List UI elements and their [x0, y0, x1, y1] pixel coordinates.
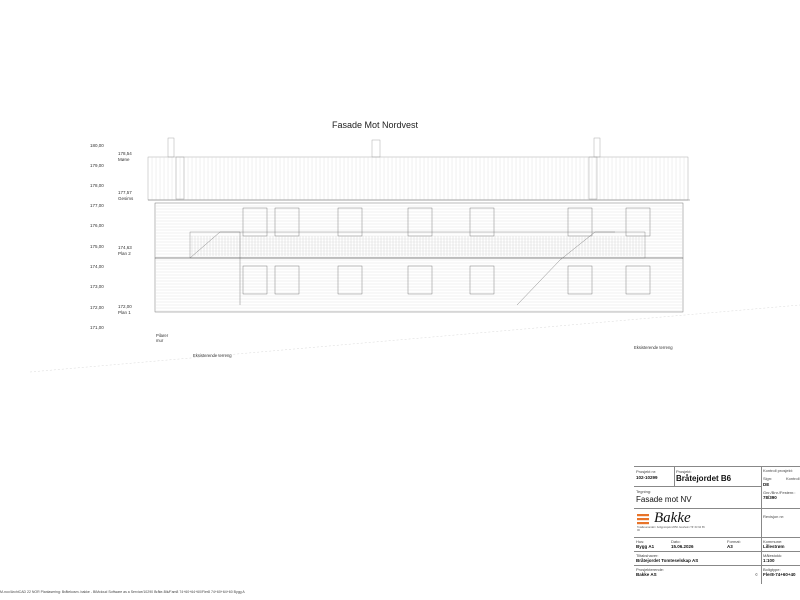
house-type-label: Boligtype: [763, 567, 781, 572]
format-value: A3 [727, 544, 733, 549]
level-annotation: 177,57 Gesims [118, 190, 134, 201]
level-annotation: 174,63 Plan 2 [118, 245, 132, 256]
gnr-label: Gnr./Bnr./Festenr.: [763, 490, 796, 495]
pillar-note: Pilarer mur [156, 333, 169, 343]
developer-label: Prosjekterende: [636, 567, 665, 572]
level-label: 174,00 [90, 264, 104, 269]
level-label: 179,00 [90, 163, 104, 168]
level-annotation: 178,54 Møne [118, 151, 132, 162]
house-value: Bygg A1 [636, 544, 655, 549]
drawing-name: Fasade mot NV [636, 495, 692, 504]
scale-label: Målestokk: [763, 553, 783, 558]
level-label: 175,00 [90, 244, 104, 249]
house-type-value: Fler8-74+60+40 [763, 572, 796, 577]
house-label: Hus: [636, 539, 645, 544]
title-block: Prosjekt nr: 102-10299 Prosjekt: Bråtejo… [634, 466, 800, 584]
scale-value: 1:100 [763, 558, 775, 563]
level-label: 173,00 [90, 284, 104, 289]
client-value: Bråtejordet Tomteselskap AS [636, 558, 699, 563]
project-no-label: Prosjekt nr: [636, 469, 657, 474]
level-label: 171,00 [90, 325, 104, 330]
copyright-mark: © [755, 572, 758, 577]
control-label-2: Kontroll [786, 476, 800, 481]
format-label: Format: [727, 539, 741, 544]
bakke-logo-icon [637, 514, 649, 525]
level-label: 172,00 [90, 305, 104, 310]
client-label: Tiltakshaver: [636, 553, 659, 558]
sign-label: Sign: [763, 476, 773, 481]
control-label: Kontroll prosjekt: [763, 468, 793, 473]
revision-label: Revisjon nr: [763, 514, 785, 519]
company-logo-text: Bakke [654, 510, 691, 526]
level-label: 176,00 [90, 223, 104, 228]
date-label: Dato: [671, 539, 681, 544]
date-value: 15.06.2026 [671, 544, 694, 549]
footer-path: M-nov/ArchiCAD 22 NOR Planlasering: Bråt… [0, 590, 245, 594]
level-annotation: 172,00 Plan 1 [118, 304, 132, 315]
project-name: Bråtejordet B6 [676, 474, 732, 483]
project-no: 102-10299 [636, 475, 658, 480]
terrain-note-right: Eksisterende terreng [634, 345, 673, 350]
level-label: 178,00 [90, 183, 104, 188]
company-address: Totalleverandør i boligprosjekt 2050 Jes… [637, 526, 705, 532]
project-label: Prosjekt: [676, 469, 692, 474]
gnr-value: 78/390 [763, 495, 777, 500]
level-label: 180,00 [90, 143, 104, 148]
sign-value: DE [763, 482, 770, 487]
drawing-label: Tegning: [636, 489, 652, 494]
developer-value: Bakke AS [636, 572, 657, 577]
drawing-title: Fasade Mot Nordvest [331, 120, 419, 130]
terrain-note-left: Eksisterende terreng [193, 353, 232, 358]
level-label: 177,00 [90, 203, 104, 208]
municipality-label: Kommune: [763, 539, 783, 544]
municipality-value: Lillestrøm [763, 544, 785, 549]
